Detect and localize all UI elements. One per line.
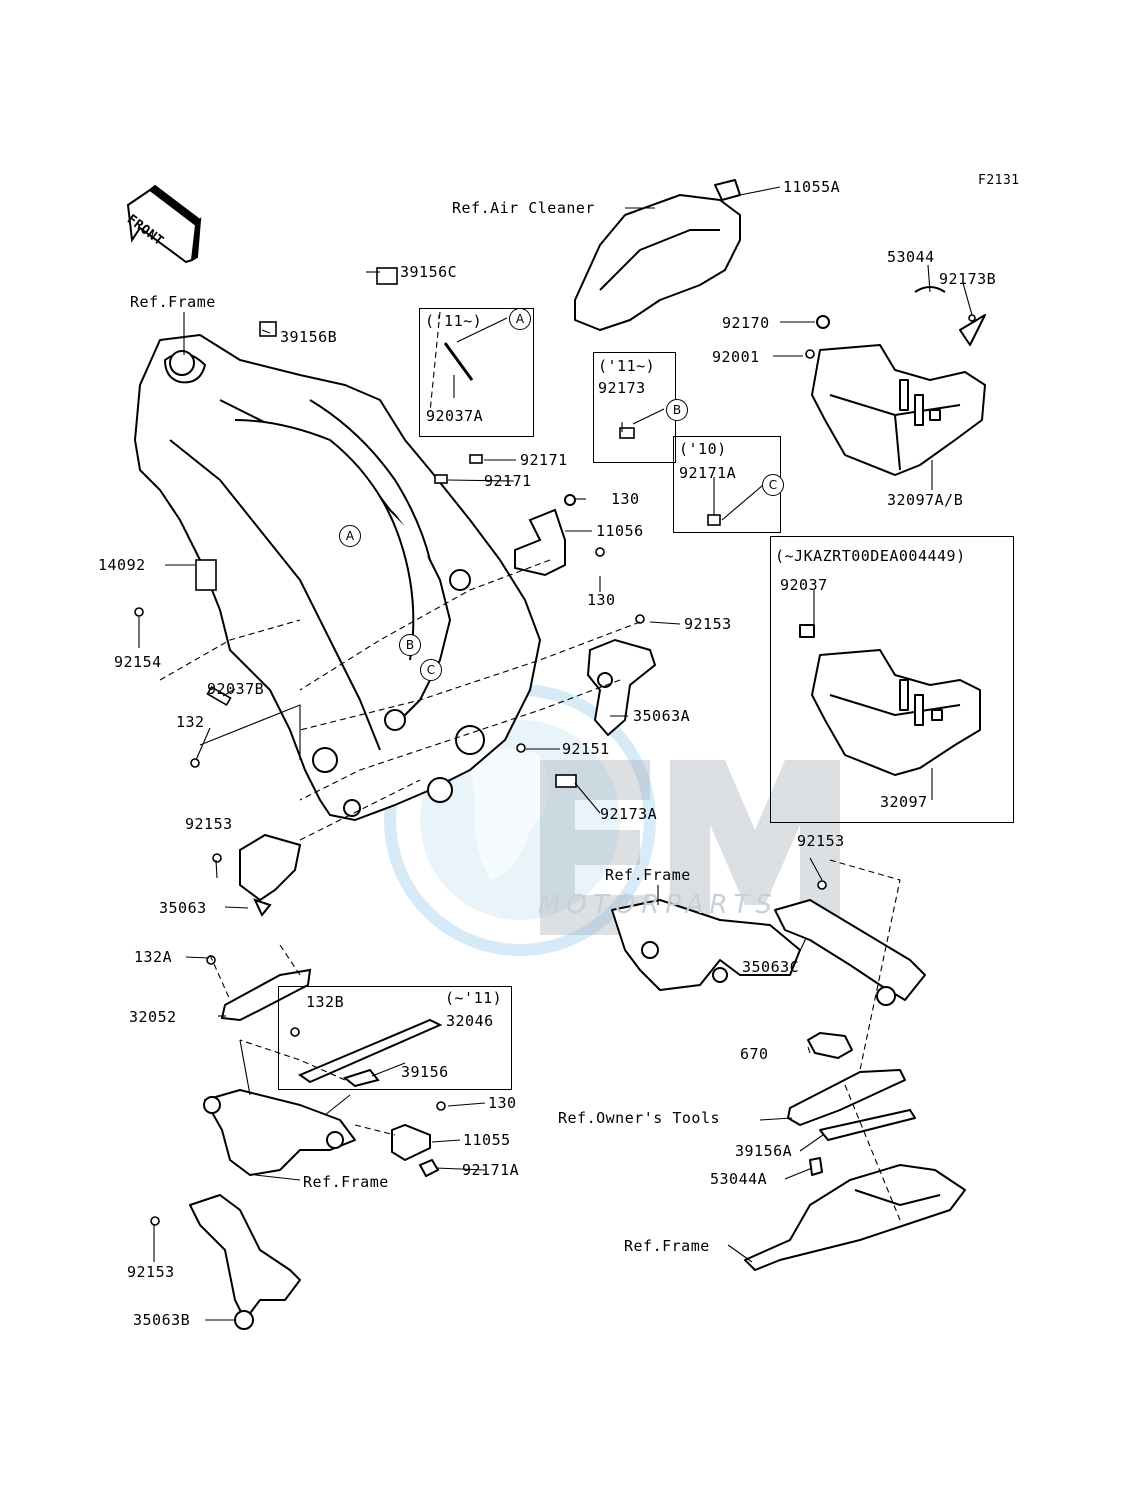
callout-c-frame: C <box>420 659 442 681</box>
label-132A: 132A <box>134 948 173 966</box>
label-53044A: 53044A <box>710 1170 768 1188</box>
callout-a-box: A <box>509 308 531 330</box>
leader-lines <box>138 186 973 1321</box>
callout-c-box: C <box>762 474 784 496</box>
label-11055: 11055 <box>463 1131 511 1149</box>
label-39156B: 39156B <box>280 328 338 346</box>
callout-b-frame: B <box>399 634 421 656</box>
label-39156A: 39156A <box>735 1142 793 1160</box>
label-11056: 11056 <box>596 522 644 540</box>
box-vin-range <box>770 536 1014 823</box>
label-ref-frame-tail: Ref.Frame <box>624 1237 710 1255</box>
front-arrow-icon <box>126 184 202 264</box>
label-14092: 14092 <box>98 556 146 574</box>
box-11-a <box>419 308 534 437</box>
label-92153-4: 92153 <box>127 1263 175 1281</box>
label-92153-3: 92153 <box>797 832 845 850</box>
label-11055A: 11055A <box>783 178 841 196</box>
label-32052: 32052 <box>129 1008 177 1026</box>
label-ref-frame-mid: Ref.Frame <box>605 866 691 884</box>
footrest-bracket-35063C <box>774 899 926 1006</box>
tray-32046 <box>297 1018 443 1088</box>
rear-frame-left <box>203 1089 356 1176</box>
rear-fender-tail <box>744 1164 966 1271</box>
label-32046: 32046 <box>446 1012 494 1030</box>
label-35063A: 35063A <box>633 707 691 725</box>
label-39156: 39156 <box>401 1063 449 1081</box>
label-box-to-11: (~'11) <box>445 989 503 1007</box>
label-92171-1: 92171 <box>520 451 568 469</box>
footrest-bracket-35063B <box>189 1194 301 1330</box>
bracket-11056 <box>514 494 576 577</box>
label-670: 670 <box>740 1045 769 1063</box>
rear-frame-right <box>611 899 801 991</box>
callout-a-frame: A <box>339 525 361 547</box>
bracket-35063 <box>239 833 302 917</box>
label-vin-range: (~JKAZRT00DEA004449) <box>775 547 966 565</box>
label-92170: 92170 <box>722 314 770 332</box>
label-92153-2: 92153 <box>185 815 233 833</box>
footrest-bracket-35063A <box>586 638 657 737</box>
label-35063C: 35063C <box>742 958 800 976</box>
label-92173B: 92173B <box>939 270 997 288</box>
label-32097AB: 32097A/B <box>887 491 964 509</box>
label-132: 132 <box>176 713 205 731</box>
box-to-11 <box>278 986 512 1090</box>
label-ref-frame-top: Ref.Frame <box>130 293 216 311</box>
label-box-11-b: ('11~) <box>598 357 656 375</box>
label-130-3: 130 <box>488 1094 517 1112</box>
label-92153-1: 92153 <box>684 615 732 633</box>
label-32097: 32097 <box>880 793 928 811</box>
label-92171-2: 92171 <box>484 472 532 490</box>
label-92001: 92001 <box>712 348 760 366</box>
label-92037A: 92037A <box>426 407 484 425</box>
label-132B: 132B <box>306 993 345 1011</box>
label-130-1: 130 <box>611 490 640 508</box>
label-box-11-a: ('11~) <box>425 312 483 330</box>
label-ref-frame-low: Ref.Frame <box>303 1173 389 1191</box>
label-92037: 92037 <box>780 576 828 594</box>
label-92037B: 92037B <box>207 680 265 698</box>
label-ref-owners-tools: Ref.Owner's Tools <box>558 1109 721 1127</box>
air-cleaner-outline <box>574 179 741 331</box>
label-92154: 92154 <box>114 653 162 671</box>
label-35063B: 35063B <box>133 1311 191 1329</box>
callout-b-box: B <box>666 399 688 421</box>
diagram-code: F2131 <box>978 173 1020 188</box>
label-130-2: 130 <box>587 591 616 609</box>
tool-kit-parts <box>787 1032 916 1176</box>
label-39156C: 39156C <box>400 263 458 281</box>
label-53044: 53044 <box>887 248 935 266</box>
bracket-11055 <box>391 1123 440 1178</box>
main-frame <box>134 334 541 821</box>
label-35063: 35063 <box>159 899 207 917</box>
fasteners <box>134 267 976 1226</box>
label-92151: 92151 <box>562 740 610 758</box>
label-92173: 92173 <box>598 379 646 397</box>
label-box-10: ('10) <box>679 440 727 458</box>
watermark-motorparts: MOTORPARTS <box>538 890 778 920</box>
battery-case-lower <box>799 624 981 776</box>
cover-32052 <box>220 968 312 1022</box>
label-92171A-bottom: 92171A <box>462 1161 520 1179</box>
label-ref-air-cleaner: Ref.Air Cleaner <box>452 199 595 217</box>
battery-case-upper <box>811 314 986 476</box>
label-92173A: 92173A <box>600 805 658 823</box>
label-92171A-top: 92171A <box>679 464 737 482</box>
watermark-letters <box>540 760 840 935</box>
